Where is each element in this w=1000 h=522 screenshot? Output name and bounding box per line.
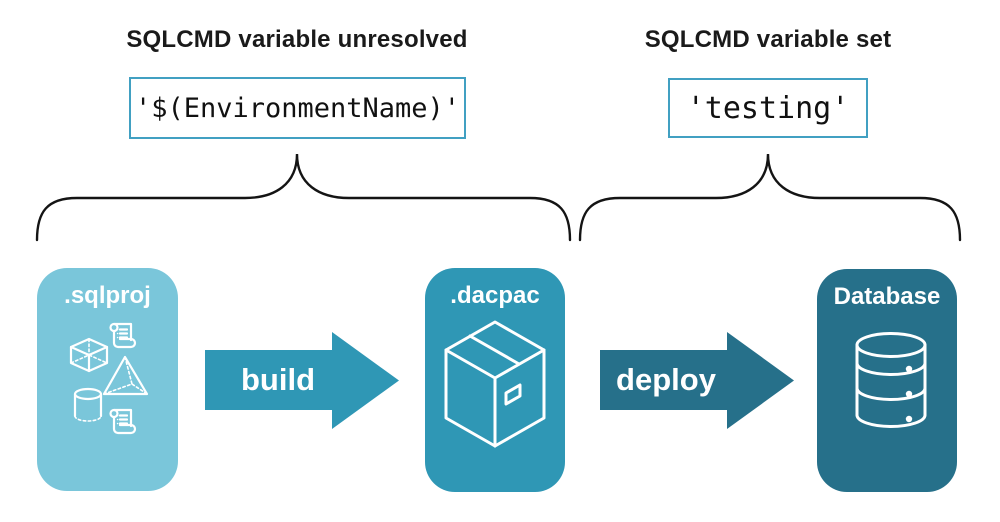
heading-unresolved: SQLCMD variable unresolved: [126, 26, 468, 53]
node-sqlproj-label: .sqlproj: [64, 282, 151, 309]
cube-icon: [69, 337, 109, 373]
deploy-arrow-label: deploy: [616, 362, 716, 397]
code-box-set: 'testing': [668, 78, 868, 138]
node-database-label: Database: [833, 283, 941, 310]
cylinder-icon: [73, 387, 103, 422]
deploy-arrow: [600, 332, 794, 429]
pyramid-icon: [102, 355, 149, 396]
code-text-unresolved: '$(EnvironmentName)': [134, 92, 461, 124]
build-arrow: [205, 332, 399, 429]
scroll-icon: [109, 408, 137, 435]
left-brace: [35, 153, 572, 242]
node-dacpac: .dacpac: [425, 268, 565, 492]
database-cylinder-icon: [855, 332, 927, 428]
scroll-icon: [109, 322, 137, 349]
sql-objects-icons: [69, 322, 149, 435]
package-box-icon: [444, 320, 546, 448]
heading-set: SQLCMD variable set: [644, 26, 892, 53]
node-dacpac-label: .dacpac: [450, 282, 540, 309]
build-arrow-label: build: [240, 362, 316, 397]
code-box-unresolved: '$(EnvironmentName)': [129, 77, 466, 139]
right-brace: [578, 153, 962, 242]
node-sqlproj: .sqlproj: [37, 268, 178, 491]
code-text-set: 'testing': [686, 90, 850, 126]
node-database: Database: [817, 269, 957, 492]
